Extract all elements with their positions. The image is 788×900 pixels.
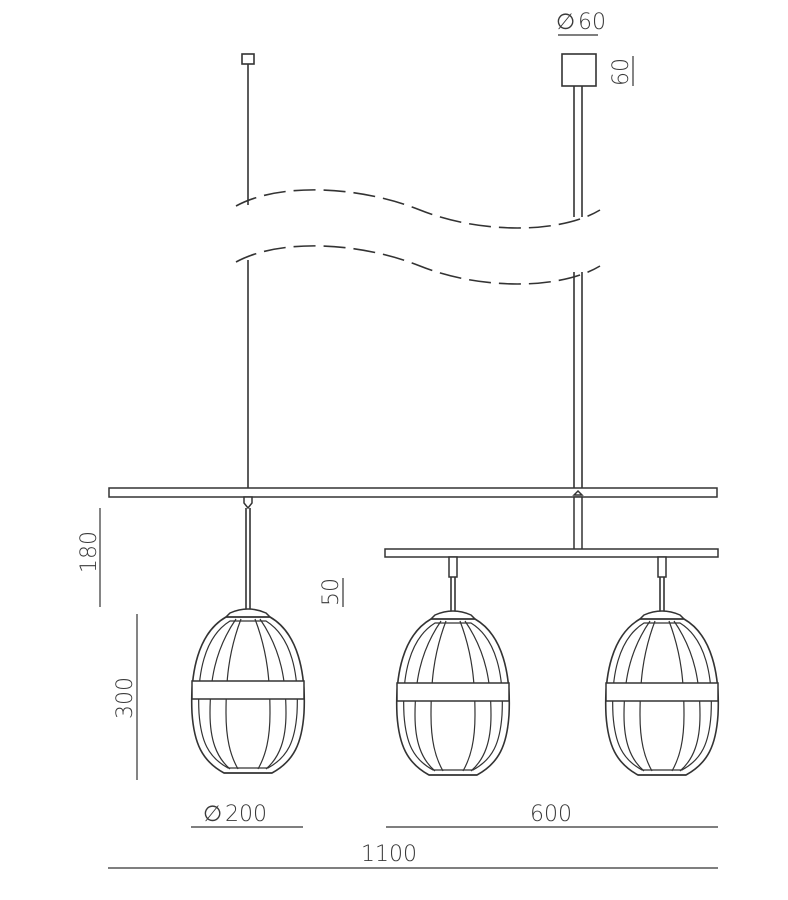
stem-length-label: 50 bbox=[319, 578, 344, 606]
right-suspension bbox=[561, 53, 597, 492]
body-drop-label: 180 bbox=[77, 531, 102, 573]
right-canopy bbox=[561, 53, 597, 87]
dimension-labels: ∅ 60 60 180 50 300 ∅ 200 600 1100 bbox=[77, 10, 634, 867]
break-line-upper bbox=[235, 189, 601, 229]
pair-spacing-label: 600 bbox=[530, 802, 572, 827]
right-connector bbox=[572, 489, 584, 555]
secondary-bar bbox=[384, 548, 719, 558]
break-lines bbox=[235, 189, 601, 285]
left-shade bbox=[190, 608, 306, 774]
dimension-lines bbox=[99, 34, 718, 869]
shade-height-label: 300 bbox=[113, 677, 138, 719]
middle-shade bbox=[395, 610, 511, 776]
left-suspension bbox=[241, 53, 255, 492]
left-connector bbox=[243, 496, 253, 610]
left-canopy bbox=[241, 53, 255, 65]
canopy-height-label: 60 bbox=[609, 58, 634, 86]
canopy-diameter-label: 60 bbox=[578, 10, 606, 35]
right-shade bbox=[604, 610, 720, 776]
overall-width-label: 1100 bbox=[361, 842, 417, 867]
break-line-lower bbox=[235, 245, 601, 285]
main-bar bbox=[108, 487, 718, 498]
canopy-diameter-symbol: ∅ bbox=[556, 10, 575, 35]
secondary-stems bbox=[448, 556, 667, 612]
shade-diameter-symbol: ∅ bbox=[203, 802, 222, 827]
shade-diameter-label: 200 bbox=[225, 802, 267, 827]
